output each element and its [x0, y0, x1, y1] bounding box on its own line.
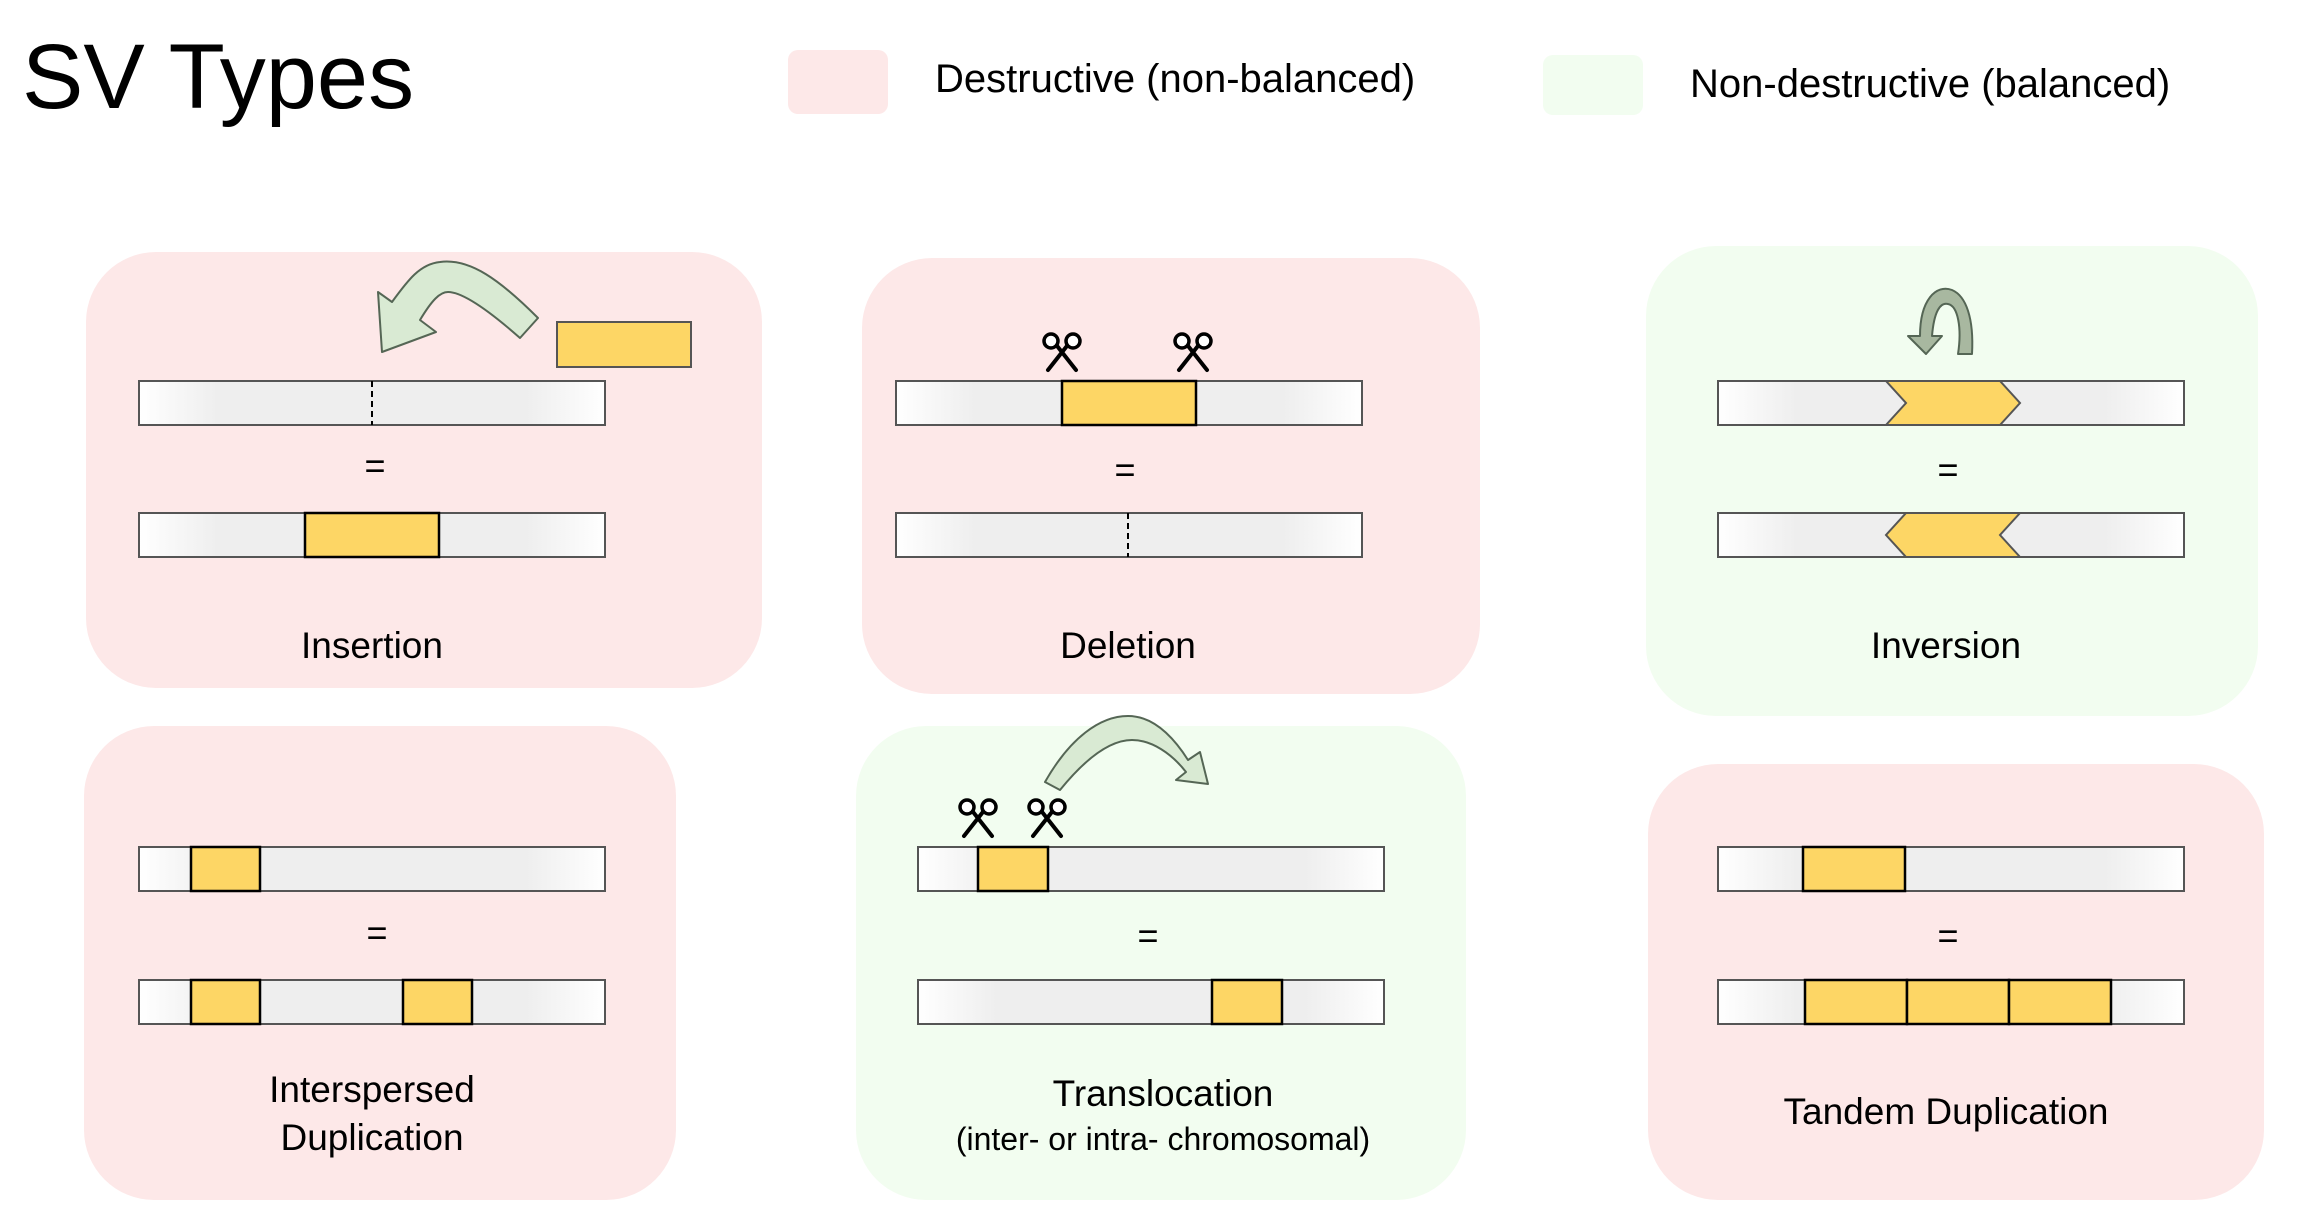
panel-label-line1: Interspersed	[269, 1069, 475, 1110]
panel-insertion-bg	[86, 252, 762, 688]
legend-label-destructive: Destructive (non-balanced)	[935, 57, 1415, 101]
panel-inversion-bg	[1646, 246, 2258, 716]
segment-copy	[401, 978, 474, 1026]
inserted-segment	[556, 321, 692, 368]
panel-insertion: = Insertion	[86, 252, 762, 688]
legend-label-balanced: Non-destructive (balanced)	[1690, 62, 2170, 106]
panel-translocation: = Translocation (inter- or intra- chromo…	[856, 715, 1466, 1200]
equals-sign: =	[364, 445, 385, 486]
panel-interspersed-duplication: = Interspersed Duplication	[84, 726, 676, 1200]
segment	[1801, 845, 1907, 893]
legend-swatch-destructive	[788, 50, 888, 114]
panel-sublabel: (inter- or intra- chromosomal)	[956, 1121, 1370, 1157]
segment	[303, 511, 441, 559]
legend: Destructive (non-balanced) Non-destructi…	[788, 50, 2170, 115]
segment	[189, 978, 262, 1026]
panel-label-line2: Duplication	[280, 1117, 463, 1158]
curved-arrow-icon	[1044, 715, 1209, 791]
circular-arrow-icon	[1907, 287, 1974, 355]
panel-interspersed-bg	[84, 726, 676, 1200]
segment	[189, 845, 262, 893]
translocated-segment	[976, 845, 1050, 893]
panel-label: Translocation	[1053, 1073, 1274, 1114]
page-title: SV Types	[22, 26, 414, 128]
panel-label: Tandem Duplication	[1784, 1091, 2109, 1132]
panel-tandem-duplication: = Tandem Duplication	[1648, 764, 2264, 1200]
panel-label: Insertion	[301, 625, 443, 666]
equals-sign: =	[1137, 915, 1158, 956]
curved-arrow-icon	[377, 260, 539, 353]
segment-copy	[2007, 978, 2113, 1026]
deleted-segment	[1060, 379, 1198, 427]
panel-inversion: = Inversion	[1646, 246, 2258, 716]
chromosome-before	[1717, 846, 2185, 892]
translocated-segment	[1210, 978, 1284, 1026]
equals-sign: =	[1937, 449, 1958, 490]
chromosome-after	[917, 979, 1385, 1025]
segment-inverted	[1884, 512, 2023, 558]
panel-label: Deletion	[1060, 625, 1196, 666]
panel-deletion-bg	[862, 258, 1480, 694]
legend-swatch-balanced	[1543, 55, 1643, 115]
segment-copy	[1905, 978, 2011, 1026]
equals-sign: =	[1114, 449, 1135, 490]
segment-forward	[1883, 380, 2022, 426]
panel-deletion: = Deletion	[862, 258, 1480, 694]
equals-sign: =	[366, 912, 387, 953]
segment	[1803, 978, 1909, 1026]
equals-sign: =	[1937, 915, 1958, 956]
panel-label: Inversion	[1871, 625, 2021, 666]
panel-translocation-bg	[856, 726, 1466, 1200]
